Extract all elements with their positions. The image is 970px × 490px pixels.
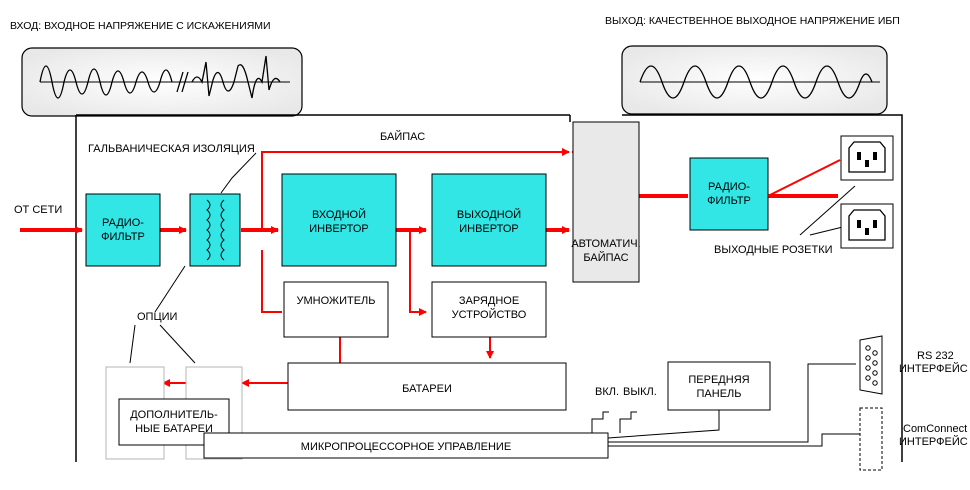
input-inverter-line2: ИНВЕРТОР <box>309 223 369 235</box>
auto-bypass-block: АВТОМАТИЧ. БАЙПАС <box>571 121 641 283</box>
outlet-feed-line <box>767 159 841 197</box>
front-panel-block: ПЕРЕДНЯЯ ПАНЕЛЬ <box>667 361 771 411</box>
rf-filter-out-block: РАДИО- ФИЛЬТР <box>689 157 769 231</box>
extra-batteries-line1: ДОПОЛНИТЕЛЬ- <box>130 409 218 421</box>
outlet-icon-top <box>840 135 894 181</box>
galvanic-isolation-label: ГАЛЬВАНИЧЕСКАЯ ИЗОЛЯЦИЯ <box>88 143 255 155</box>
rf-filter-in-block: РАДИО- ФИЛЬТР <box>85 193 161 267</box>
off-label: ВЫКЛ. <box>623 386 657 398</box>
batteries-block: БАТАРЕИ <box>287 362 567 411</box>
comconnect-label-line1: ComConnect <box>903 423 967 435</box>
multiplier-block: УМНОЖИТЕЛЬ <box>283 281 389 338</box>
rs232-label-line2: ИНТЕРФЕЙС <box>899 362 968 375</box>
input-header: ВХОД: ВХОДНОЕ НАПРЯЖЕНИЕ С ИСКАЖЕНИЯМИ <box>10 20 271 32</box>
rs232-connector-icon <box>859 335 883 395</box>
extra-batteries-line2: НЫЕ БАТАРЕИ <box>135 423 213 435</box>
mcu-label: МИКРОПРОЦЕССОРНОЕ УПРАВЛЕНИЕ <box>301 441 511 453</box>
output-inverter-line2: ИНВЕРТОР <box>459 223 519 235</box>
comconnect-slot-icon <box>859 407 883 471</box>
output-inverter-line1: ВЫХОДНОЙ <box>457 208 521 221</box>
charger-line2: УСТРОЙСТВО <box>452 308 527 321</box>
batteries-label: БАТАРЕИ <box>402 383 452 395</box>
output-waveform-panel <box>621 45 888 115</box>
input-waveform-panel <box>21 47 303 117</box>
output-header: ВЫХОД: КАЧЕСТВЕННОЕ ВЫХОДНОЕ НАПРЯЖЕНИЕ … <box>605 15 900 27</box>
input-inverter-block: ВХОДНОЙ ИНВЕРТОР <box>281 173 397 267</box>
output-inverter-block: ВЫХОДНОЙ ИНВЕРТОР <box>431 173 547 267</box>
charger-line1: ЗАРЯДНОЕ <box>459 295 519 307</box>
auto-bypass-line1: АВТОМАТИЧ. <box>571 238 640 250</box>
mains-label: ОТ СЕТИ <box>14 204 62 216</box>
front-panel-line2: ПАНЕЛЬ <box>697 388 742 400</box>
outlet-icon-bottom <box>840 203 894 249</box>
multiplier-label: УМНОЖИТЕЛЬ <box>297 295 376 307</box>
rf-filter-out-line2: ФИЛЬТР <box>707 195 751 207</box>
control-lines <box>129 152 860 447</box>
bypass-label: БАЙПАС <box>380 130 425 143</box>
mcu-block: МИКРОПРОЦЕССОРНОЕ УПРАВЛЕНИЕ <box>203 432 609 459</box>
rs232-label-line1: RS 232 <box>917 350 954 362</box>
galvanic-isolation-block <box>189 193 241 267</box>
ups-enclosure <box>75 114 903 462</box>
outlets-label: ВЫХОДНЫЕ РОЗЕТКИ <box>714 244 833 256</box>
comconnect-label-line2: ИНТЕРФЕЙС <box>899 435 968 448</box>
input-inverter-line1: ВХОДНОЙ <box>312 208 366 221</box>
rf-filter-in-line2: ФИЛЬТР <box>101 231 145 243</box>
auto-bypass-line2: БАЙПАС <box>583 251 628 264</box>
rf-filter-in-line1: РАДИО- <box>102 217 144 229</box>
rf-filter-out-line1: РАДИО- <box>708 181 750 193</box>
front-panel-line1: ПЕРЕДНЯЯ <box>688 374 749 386</box>
on-label: ВКЛ. <box>595 386 619 398</box>
charger-block: ЗАРЯДНОЕ УСТРОЙСТВО <box>431 281 547 338</box>
options-label: ОПЦИИ <box>137 311 177 323</box>
